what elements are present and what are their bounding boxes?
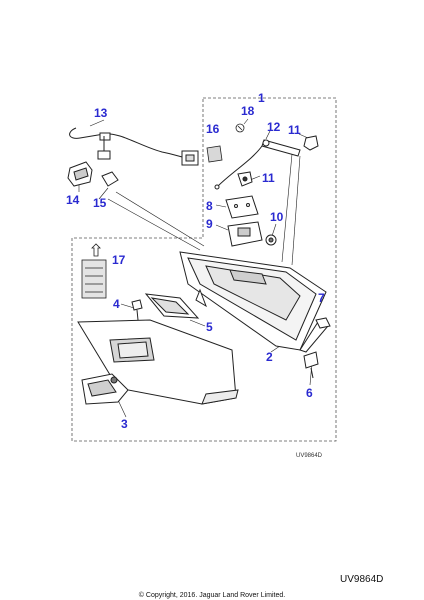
lamp-unit-part — [67, 161, 119, 187]
callout-13: 13 — [94, 106, 108, 120]
lock-handle-part — [81, 373, 129, 405]
callout-8: 8 — [206, 199, 213, 213]
copyright-notice: © Copyright, 2016. Jaguar Land Rover Lim… — [138, 592, 286, 599]
callout-11-lower: 11 — [262, 171, 275, 185]
callout-1: 1 — [258, 91, 265, 105]
warning-label-part — [81, 243, 107, 299]
diagram-reference-small: UV9864D — [296, 453, 323, 459]
callout-14: 14 — [66, 193, 80, 207]
label-patch-part — [206, 145, 223, 163]
callout-7: 7 — [318, 291, 325, 305]
wiring-harness-part — [69, 127, 199, 166]
screw-part-18 — [235, 123, 245, 133]
callout-9: 9 — [206, 217, 213, 231]
screw-part-4 — [131, 299, 143, 321]
latch-mechanism-part — [227, 221, 277, 247]
callout-11-upper: 11 — [288, 123, 301, 137]
damper-rod-part — [214, 139, 301, 190]
callout-12: 12 — [267, 120, 281, 134]
callout-17: 17 — [112, 253, 126, 267]
callout-2: 2 — [266, 350, 273, 364]
callout-5: 5 — [206, 320, 213, 334]
callout-4: 4 — [113, 297, 120, 311]
bracket-part-8 — [225, 195, 259, 219]
glovebox-housing-part — [179, 251, 329, 353]
group-outline-1 — [71, 97, 337, 442]
callout-16: 16 — [206, 122, 220, 136]
callout-3: 3 — [121, 417, 128, 431]
diagram-reference-large: UV9864D — [340, 574, 384, 585]
callout-18: 18 — [241, 104, 255, 118]
clip-part-11 — [237, 135, 319, 187]
callout-10: 10 — [270, 210, 284, 224]
frame-part-5 — [144, 293, 200, 319]
screw-part-6 — [303, 351, 319, 379]
callout-6: 6 — [306, 386, 313, 400]
clip-part-7 — [315, 317, 331, 329]
callout-15: 15 — [93, 196, 107, 210]
